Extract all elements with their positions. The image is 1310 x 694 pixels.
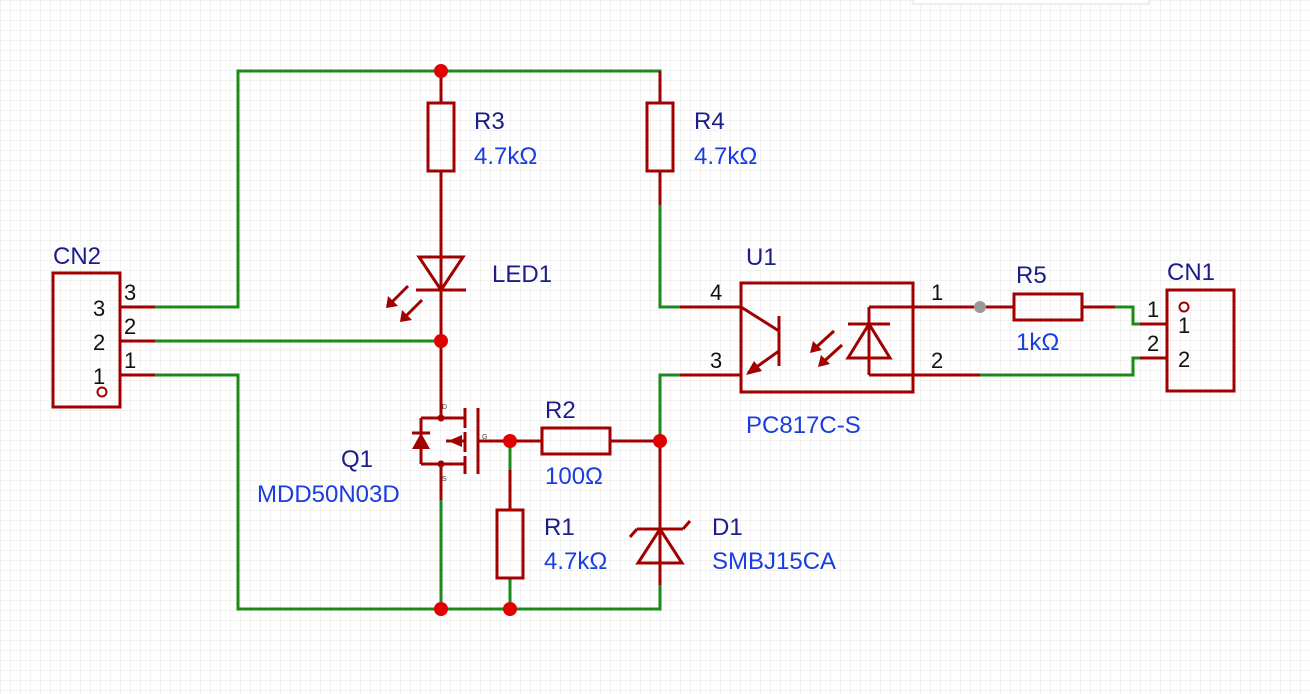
cn2-pin1-outer: 1 (124, 348, 136, 373)
u1-pin3: 3 (710, 348, 722, 373)
r1-value: 4.7kΩ (544, 548, 607, 575)
cn2-pin3-inner: 3 (93, 296, 105, 321)
r4-designator: R4 (694, 108, 725, 135)
resistor-r1[interactable]: R1 4.7kΩ (495, 470, 607, 580)
u1-value: PC817C-S (746, 412, 861, 439)
cn1-pin1-outer: 1 (1147, 297, 1159, 322)
q1-value: MDD50N03D (257, 481, 400, 508)
led-led1[interactable]: LED1 (386, 203, 552, 341)
connector-cn1[interactable]: CN1 1 2 1 2 (1140, 259, 1236, 393)
junction-u1-r5 (974, 301, 986, 313)
connector-cn2[interactable]: CN2 3 2 1 3 2 1 (51, 243, 155, 409)
junction-gnd-r1 (503, 602, 517, 616)
q1-designator: Q1 (341, 446, 373, 473)
wire-r5-cn1[interactable] (1113, 305, 1142, 326)
mosfet-q1[interactable]: D G S Q1 MDD50N03D (257, 341, 510, 508)
u1-designator: U1 (746, 244, 777, 271)
cn1-pin1-inner: 1 (1178, 313, 1190, 338)
junction-led-drain (434, 334, 448, 348)
d1-designator: D1 (712, 514, 743, 541)
cn2-designator: CN2 (53, 243, 101, 270)
wire-r4-u1-pin4[interactable] (658, 203, 682, 309)
tvs-diode-d1[interactable]: D1 SMBJ15CA (628, 441, 836, 585)
wire-gnd[interactable] (153, 373, 662, 611)
optocoupler-u1[interactable]: 4 3 1 2 U1 PC817C-S (680, 244, 980, 439)
junction-gate (503, 434, 517, 448)
led1-emission-arrows (386, 284, 424, 322)
cn1-body (1165, 288, 1236, 393)
r1-designator: R1 (544, 514, 575, 541)
r5-value: 1kΩ (1016, 329, 1059, 356)
junction-gnd-source (434, 602, 448, 616)
junction-vcc (434, 64, 448, 78)
led1-designator: LED1 (492, 261, 552, 288)
u1-phototransistor (740, 305, 781, 375)
r3-value: 4.7kΩ (474, 143, 537, 170)
cn2-pin2-inner: 2 (93, 330, 105, 355)
u1-pin1: 1 (931, 280, 943, 305)
cn1-designator: CN1 (1167, 259, 1215, 286)
top-panel-edge (912, 0, 1150, 5)
r4-value: 4.7kΩ (694, 143, 757, 170)
cn1-pin1-marker (1178, 301, 1190, 313)
resistor-r5[interactable]: R5 1kΩ (980, 262, 1115, 356)
u1-body (739, 281, 915, 394)
r2-value: 100Ω (545, 463, 603, 490)
u1-pin4: 4 (710, 280, 722, 305)
cn2-pin1-inner: 1 (93, 364, 105, 389)
q1-pin-g: G (482, 434, 487, 441)
cn2-pin2-outer: 2 (124, 314, 136, 339)
wire-u1-pin2-cn1[interactable] (978, 356, 1142, 377)
q1-pin-d: D (442, 404, 447, 411)
r2-designator: R2 (545, 397, 576, 424)
cn1-pin2-inner: 2 (1178, 347, 1190, 372)
junctions (434, 64, 986, 616)
r5-designator: R5 (1016, 262, 1047, 289)
resistor-r2[interactable]: R2 100Ω (510, 397, 660, 490)
q1-pin-s: S (442, 476, 447, 483)
d1-value: SMBJ15CA (712, 548, 836, 575)
cn1-pin2-outer: 2 (1147, 331, 1159, 356)
resistor-r4[interactable]: R4 4.7kΩ (645, 71, 757, 205)
r3-designator: R3 (474, 108, 505, 135)
u1-led (810, 305, 913, 377)
cn2-pin3-outer: 3 (124, 280, 136, 305)
junction-r2-d1 (653, 434, 667, 448)
u1-pin2: 2 (931, 348, 943, 373)
cn2-pin1-marker (96, 386, 108, 398)
